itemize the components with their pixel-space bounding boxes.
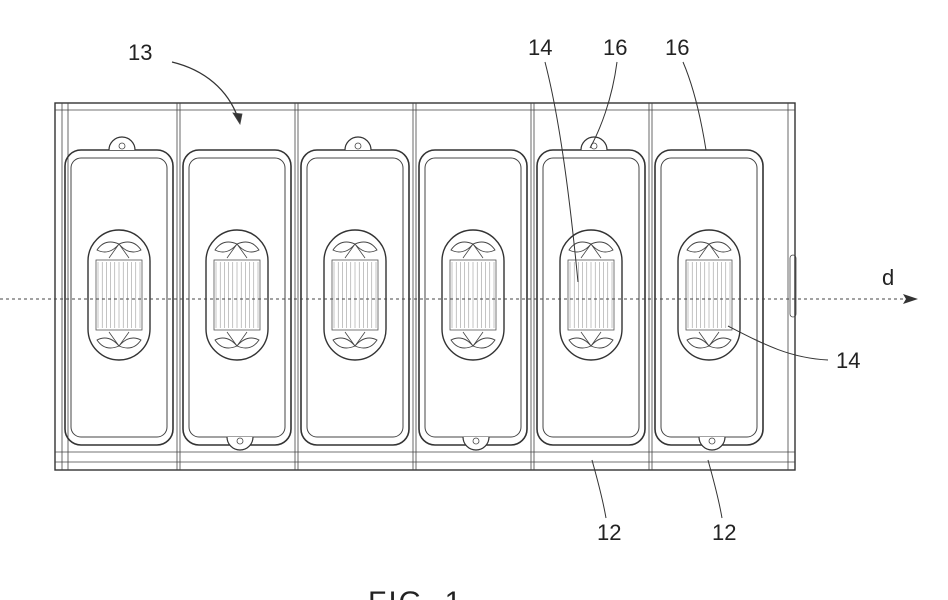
- cavity-hatching: [570, 262, 612, 328]
- tab-hole: [345, 137, 371, 150]
- petal: [473, 242, 495, 252]
- petal: [355, 338, 377, 348]
- petal: [109, 332, 129, 346]
- petal: [473, 338, 495, 348]
- petal: [345, 244, 365, 258]
- petal: [709, 242, 731, 252]
- petal: [687, 242, 709, 252]
- ref-label-16-b: 16: [665, 35, 689, 60]
- ref-label-14-top: 14: [528, 35, 552, 60]
- petal: [451, 242, 473, 252]
- petal: [451, 338, 473, 348]
- cell: [295, 103, 409, 470]
- tab-hole: [463, 437, 489, 450]
- petal: [687, 338, 709, 348]
- petal: [345, 332, 365, 346]
- petal-motif-icon: [451, 332, 495, 348]
- petal: [215, 338, 237, 348]
- petal: [97, 338, 119, 348]
- leader-lines: [172, 62, 828, 518]
- petal: [119, 242, 141, 252]
- petal: [333, 242, 355, 252]
- cavity-hatching: [216, 262, 258, 328]
- petal: [463, 244, 483, 258]
- cavity-hatching: [98, 262, 140, 328]
- cell: [649, 103, 763, 470]
- petal: [569, 338, 591, 348]
- cavity-hatching: [334, 262, 376, 328]
- tab-hole: [109, 137, 135, 150]
- petal: [355, 242, 377, 252]
- petal: [215, 242, 237, 252]
- tab-hole: [581, 137, 607, 150]
- petal: [699, 244, 719, 258]
- petal-motif-icon: [333, 332, 377, 348]
- tab-hole: [227, 437, 253, 450]
- petal: [581, 332, 601, 346]
- petal: [119, 338, 141, 348]
- ref-label-13: 13: [128, 40, 152, 65]
- cell: [531, 103, 645, 470]
- petal: [569, 242, 591, 252]
- direction-label: d: [882, 265, 894, 290]
- petal-motif-icon: [97, 242, 141, 258]
- petal: [333, 338, 355, 348]
- direction-axis: [0, 294, 918, 304]
- cell-row: [65, 103, 763, 470]
- petal-motif-icon: [97, 332, 141, 348]
- cell: [65, 137, 173, 445]
- ref-label-12-b: 12: [712, 520, 736, 545]
- petal: [109, 244, 129, 258]
- ref-label-12-a: 12: [597, 520, 621, 545]
- petal-motif-icon: [569, 332, 613, 348]
- petal: [237, 338, 259, 348]
- petal: [591, 338, 613, 348]
- arrow-head-icon: [903, 294, 918, 304]
- cell: [177, 103, 291, 470]
- petal-motif-icon: [215, 242, 259, 258]
- petal-motif-icon: [215, 332, 259, 348]
- petal: [591, 242, 613, 252]
- cavity-hatching: [452, 262, 494, 328]
- petal-motif-icon: [687, 242, 731, 258]
- petal: [227, 244, 247, 258]
- tab-hole: [699, 437, 725, 450]
- figure-caption: FIG. 1: [368, 586, 463, 600]
- petal: [227, 332, 247, 346]
- petal-motif-icon: [451, 242, 495, 258]
- ref-label-16-a: 16: [603, 35, 627, 60]
- petal: [463, 332, 483, 346]
- petal: [709, 338, 731, 348]
- petal-motif-icon: [687, 332, 731, 348]
- petal: [581, 244, 601, 258]
- petal: [237, 242, 259, 252]
- cell: [413, 103, 527, 470]
- cavity-hatching: [688, 262, 730, 328]
- petal: [699, 332, 719, 346]
- petal: [97, 242, 119, 252]
- petal-motif-icon: [333, 242, 377, 258]
- ref-label-14-right: 14: [836, 348, 860, 373]
